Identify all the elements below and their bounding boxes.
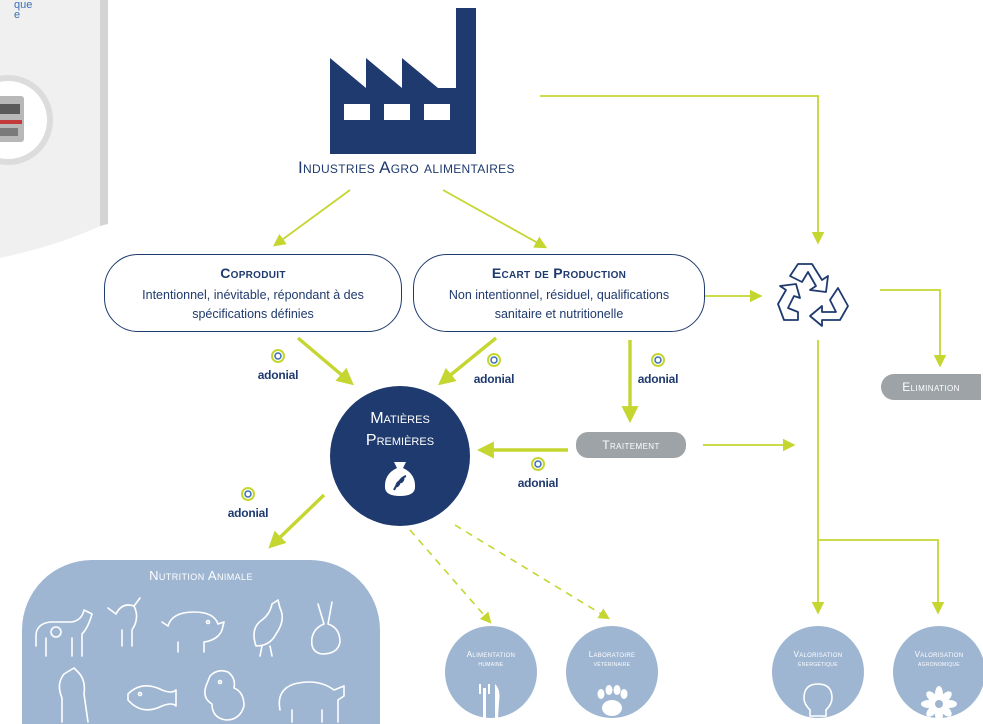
paw-icon: [597, 685, 628, 716]
adonial-swirl-icon: [241, 487, 255, 501]
coproduit-box: Coproduit Intentionnel, inévitable, répo…: [104, 254, 402, 332]
arrow-factory-ecart: [442, 189, 548, 249]
adonial-word: adonial: [637, 372, 679, 386]
pig-icon: [161, 611, 225, 653]
agronomique-line2: agronomique: [918, 661, 960, 668]
arrow-coproduit-mp: [296, 336, 354, 386]
rooster-icon: [253, 599, 284, 657]
adonial-word: adonial: [257, 368, 299, 382]
horse-icon: [58, 667, 89, 723]
alimentation-humaine-node: Alimentation humaine: [445, 626, 537, 718]
matieres-premieres-node: Matières Premières: [330, 386, 470, 526]
adonial-word: adonial: [517, 476, 559, 490]
adonial-swirl-icon: [271, 349, 285, 363]
adonial-swirl-icon: [531, 457, 545, 471]
recycle-icon: [777, 263, 849, 327]
adonial-swirl-icon: [651, 353, 665, 367]
matieres-line1: Matières: [370, 410, 430, 427]
light-bulb-icon: [803, 683, 833, 717]
fish-icon: [127, 685, 177, 711]
ecart-title: Ecart de Production: [491, 265, 627, 281]
factory-label: Industries Agro alimentaires: [298, 158, 515, 177]
elimination-node: Elimination: [881, 374, 981, 400]
grain-sack-icon: [384, 462, 416, 496]
valorisation-agronomique-node: Valorisation agronomique: [893, 626, 983, 718]
adonial-logo: adonial: [248, 348, 308, 382]
laboratoire-line2: vétérinaire: [593, 661, 631, 668]
corner-text-1: que: [14, 0, 33, 11]
arrow-mp-laboratoire: [454, 524, 610, 620]
adonial-logo: adonial: [464, 352, 524, 386]
arrow-recycle-elimination: [880, 289, 947, 368]
adonial-swirl-icon: [487, 353, 501, 367]
arrow-recycle-agronomique: [818, 539, 945, 615]
laboratoire-line1: Laboratoire: [588, 650, 636, 659]
adonial-word: adonial: [227, 506, 269, 520]
energetique-line2: énergétique: [798, 661, 838, 668]
alimentation-line1: Alimentation: [466, 650, 516, 659]
corner-text-2: e: [14, 9, 21, 21]
adonial-logo: adonial: [628, 352, 688, 386]
alimentation-line2: humaine: [478, 661, 504, 668]
flower-icon: [921, 686, 957, 718]
dog-cat-icon: [204, 669, 245, 721]
agronomique-line1: Valorisation: [914, 650, 964, 659]
nutrition-animale-node: Nutrition Animale: [22, 560, 380, 724]
matieres-line2: Premières: [365, 432, 435, 449]
factory-icon: [330, 8, 476, 154]
nutrition-label: Nutrition Animale: [149, 568, 253, 583]
sheep-icon: [278, 681, 345, 723]
goat-icon: [107, 597, 141, 647]
left-cropped-panel: que e: [0, 0, 108, 260]
ecart-desc: Non intentionnel, résiduel, qualificatio…: [448, 288, 670, 321]
left-panel-graphic: [0, 0, 108, 258]
adonial-logo: adonial: [218, 486, 278, 520]
laboratoire-veterinaire-node: Laboratoire vétérinaire: [566, 626, 658, 718]
arrow-mp-alimentation: [409, 529, 492, 624]
arrow-mp-nutrition: [268, 493, 326, 549]
ecart-box: Ecart de Production Non intentionnel, ré…: [413, 254, 705, 332]
coproduit-desc: Intentionnel, inévitable, répondant à de…: [142, 288, 364, 321]
animal-icons: [35, 597, 345, 723]
arrow-factory-recycle: [540, 95, 825, 245]
arrow-ecart-mp: [438, 336, 498, 386]
rabbit-icon: [310, 601, 341, 655]
traitement-node: Traitement: [576, 432, 686, 458]
energetique-line1: Valorisation: [793, 650, 843, 659]
arrow-factory-coproduit: [272, 189, 351, 247]
adonial-word: adonial: [473, 372, 515, 386]
fork-knife-icon: [479, 684, 500, 718]
valorisation-energetique-node: Valorisation énergétique: [772, 626, 864, 718]
adonial-logo: adonial: [508, 456, 568, 490]
coproduit-title: Coproduit: [220, 265, 286, 281]
cow-icon: [35, 609, 93, 657]
